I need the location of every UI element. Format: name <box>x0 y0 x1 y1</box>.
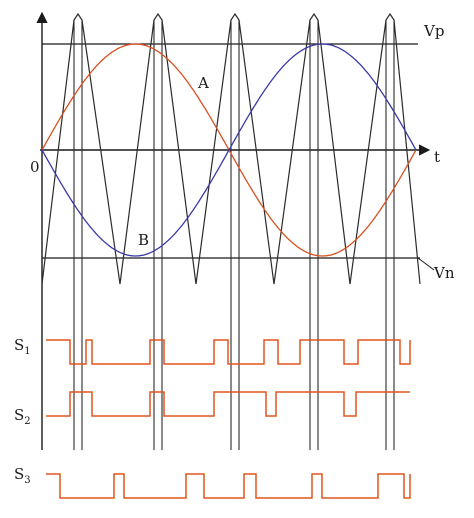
s1-label: S1 <box>14 336 31 357</box>
carrier-wave <box>41 12 421 285</box>
s3-label: S3 <box>14 465 31 486</box>
pulse-train-s3 <box>46 473 411 499</box>
switching-signals <box>46 339 411 499</box>
reference-wave-b <box>41 43 417 257</box>
s2-label: S2 <box>14 406 31 427</box>
t-axis-label: t <box>434 148 440 166</box>
wave-a-label: A <box>197 74 209 92</box>
pulse-train-s2 <box>46 391 410 417</box>
origin-label: 0 <box>30 158 40 176</box>
pulse-train-s1 <box>46 339 411 365</box>
vp-label: Vp <box>423 22 444 40</box>
switching-guide-lines <box>73 20 395 450</box>
wave-b-label: B <box>138 231 149 249</box>
vn-leader <box>417 257 435 271</box>
vn-label: Vn <box>433 264 455 282</box>
carrier-triangle-wave <box>41 12 421 285</box>
